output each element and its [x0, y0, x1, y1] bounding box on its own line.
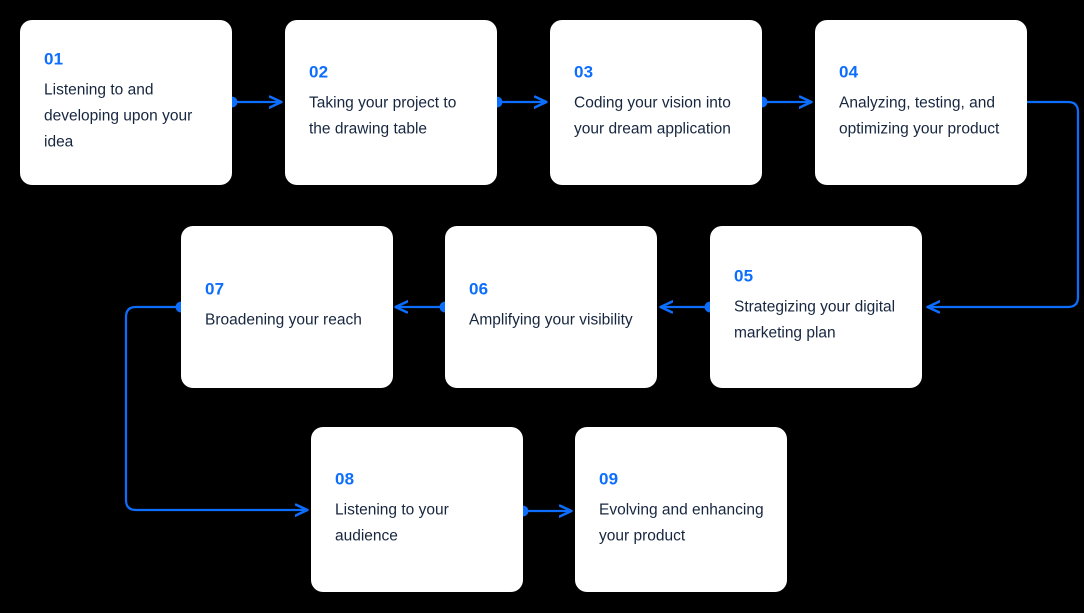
step-number-09: 09 — [599, 469, 619, 488]
step-card-01[interactable]: 01 Listening to and developing upon your… — [20, 20, 232, 185]
step-number-05: 05 — [734, 266, 754, 286]
connector-03-to-04 — [756, 97, 811, 108]
step-card-02[interactable]: 02 Taking your project to the drawing ta… — [285, 20, 497, 185]
step-content-05: 05 Strategizing your digital marketing p… — [734, 268, 904, 347]
step-content-09: 09 Evolving and enhancing your product — [599, 470, 769, 549]
step-text-08: Listening to your audience — [335, 501, 449, 544]
step-text-01: Listening to and developing upon your id… — [44, 81, 193, 150]
step-card-03[interactable]: 03 Coding your vision into your dream ap… — [550, 20, 762, 185]
step-number-07: 07 — [205, 279, 225, 299]
step-number-06: 06 — [469, 279, 489, 299]
step-number-02: 02 — [309, 62, 329, 81]
step-card-07[interactable]: 07 Broadening your reach — [181, 226, 393, 388]
step-text-04: Analyzing, testing, and optimizing your … — [839, 94, 1000, 137]
connector-06-to-07 — [396, 302, 451, 313]
step-content-04: 04 Analyzing, testing, and optimizing yo… — [839, 63, 1009, 142]
step-text-07: Broadening your reach — [205, 311, 362, 329]
step-card-05[interactable]: 05 Strategizing your digital marketing p… — [710, 226, 922, 388]
step-content-07: 07 Broadening your reach — [205, 281, 375, 334]
step-number-03: 03 — [574, 62, 594, 81]
step-content-06: 06 Amplifying your visibility — [469, 281, 639, 334]
connector-08-to-09 — [517, 506, 571, 517]
step-card-09[interactable]: 09 Evolving and enhancing your product — [575, 427, 787, 592]
connector-05-to-06 — [661, 302, 716, 313]
step-text-09: Evolving and enhancing your product — [599, 501, 764, 544]
step-content-02: 02 Taking your project to the drawing ta… — [309, 63, 479, 142]
step-number-08: 08 — [335, 469, 355, 488]
step-number-01: 01 — [44, 49, 64, 68]
connector-02-to-03 — [491, 97, 546, 108]
step-card-04[interactable]: 04 Analyzing, testing, and optimizing yo… — [815, 20, 1027, 185]
step-content-08: 08 Listening to your audience — [335, 470, 505, 549]
step-card-08[interactable]: 08 Listening to your audience — [311, 427, 523, 592]
step-number-04: 04 — [839, 62, 859, 81]
step-text-05: Strategizing your digital marketing plan — [734, 298, 896, 342]
step-text-02: Taking your project to the drawing table — [309, 94, 457, 137]
connector-01-to-02 — [226, 97, 281, 108]
step-content-01: 01 Listening to and developing upon your… — [44, 50, 214, 155]
step-text-03: Coding your vision into your dream appli… — [574, 94, 731, 137]
step-content-03: 03 Coding your vision into your dream ap… — [574, 63, 744, 142]
step-card-06[interactable]: 06 Amplifying your visibility — [445, 226, 657, 388]
step-text-06: Amplifying your visibility — [469, 311, 633, 329]
